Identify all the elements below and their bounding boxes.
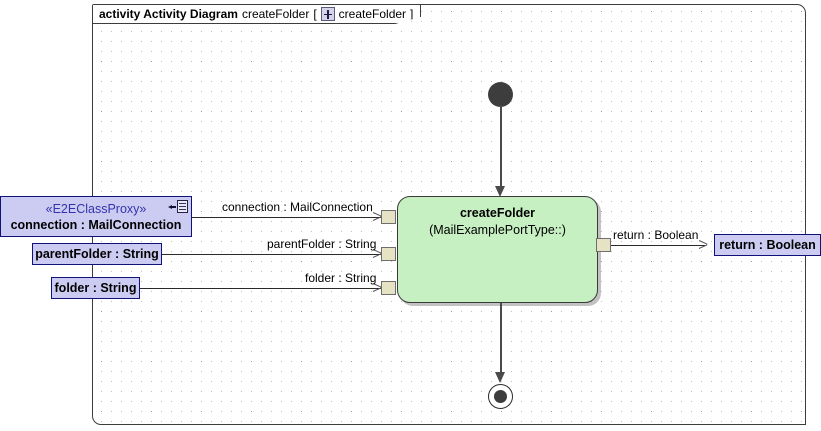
frame-keyword: activity Activity Diagram [99,7,238,21]
frame-bracket-open: [ [313,7,317,21]
input-node-folder[interactable]: folder : String [51,277,140,299]
input-stereotype-connection: «E2EClassProxy» [45,201,147,216]
control-flow-arrowhead-top [495,186,505,197]
frame-bracket-close: ] [410,7,414,21]
activity-title: createFolder [459,206,536,220]
output-pin-return[interactable] [596,238,611,252]
diagram-frame-title-tab[interactable]: activity Activity Diagram createFolder [… [93,5,422,24]
control-flow-arrowhead-bottom [495,372,505,383]
initial-node[interactable] [488,82,513,107]
activity-final-node[interactable] [488,384,513,409]
object-flow-arrow-return [700,241,708,249]
edge-label-parentfolder: parentFolder : String [267,237,377,251]
input-node-connection[interactable]: «E2EClassProxy» connection : MailConnect… [0,196,192,237]
proxy-icon [168,200,188,213]
object-flow-folder[interactable] [140,288,382,289]
object-flow-connection[interactable] [192,217,382,218]
object-flow-return[interactable] [611,245,705,246]
input-pin-parentfolder[interactable] [381,247,396,261]
frame-name: createFolder [241,7,310,21]
edge-label-folder: folder : String [305,271,377,285]
input-node-parentfolder[interactable]: parentFolder : String [32,243,162,265]
edge-label-return: return : Boolean [613,228,699,242]
input-label-connection: connection : MailConnection [10,217,182,232]
edge-label-connection: connection : MailConnection [222,200,373,214]
input-pin-folder[interactable] [381,281,396,295]
activity-node-createfolder[interactable]: createFolder (MailExamplePortType::) [397,196,598,303]
frame-inner-name: createFolder [338,7,407,21]
control-flow-activity-to-final[interactable] [500,303,502,377]
output-label-return: return : Boolean [719,238,816,252]
activity-diagram-icon [320,7,335,21]
control-flow-initial-to-activity[interactable] [500,105,502,187]
input-pin-connection[interactable] [381,210,396,224]
output-node-return[interactable]: return : Boolean [714,234,821,256]
activity-subtitle: (MailExamplePortType::) [429,223,566,237]
input-label-parentfolder: parentFolder : String [35,247,159,261]
object-flow-parentfolder[interactable] [162,254,382,255]
input-label-folder: folder : String [54,281,137,295]
